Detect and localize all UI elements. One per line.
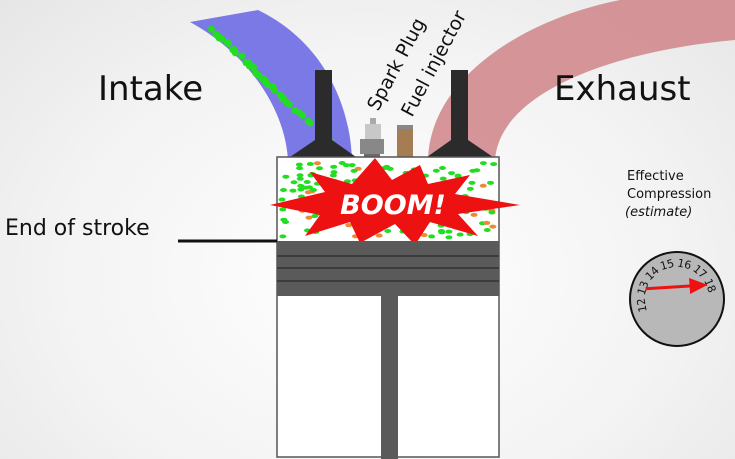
combustion-particle [345,223,353,228]
combustion-particle [437,228,445,233]
combustion-particle [278,197,286,202]
combustion-particle [313,161,321,166]
combustion-particle [470,212,478,217]
fuel-particle [252,69,260,77]
gauge-title-2: Compression [627,187,711,202]
combustion-particle [487,180,495,185]
gauge-tick-label: 18 [701,277,718,295]
combustion-particle [456,232,464,237]
combustion-particle [479,161,487,166]
combustion-particle [439,166,447,171]
gauge-tick-label: 12 [634,297,649,313]
combustion-particle [297,187,305,192]
fuel-particle [208,25,216,33]
combustion-particle [297,183,305,188]
combustion-particle [384,228,392,233]
combustion-particle [420,233,428,238]
combustion-particle [311,214,319,219]
fuel-particle [214,32,222,40]
exhaust-valve [427,70,493,157]
fuel-particle [279,94,287,102]
combustion-particle [375,233,383,238]
end-of-stroke-label: End of stroke [5,216,150,241]
combustion-particle [473,168,481,173]
combustion-particle [296,173,304,178]
fuel-particle [291,107,299,115]
combustion-particle [279,187,287,192]
gauge-tick-label: 15 [659,257,676,273]
fuel-particle [299,111,307,119]
combustion-particle [483,228,491,233]
combustion-particle [330,170,338,175]
needle-arrowhead [689,278,708,294]
combustion-particle [315,166,323,171]
fuel-particle [269,83,277,91]
exhaust-label: Exhaust [554,69,691,109]
intake-label: Intake [98,69,203,109]
combustion-particle [303,180,311,185]
combustion-particle [338,161,346,166]
combustion-particle [428,234,436,239]
combustion-particle [296,176,304,181]
fuel-particle [242,59,250,67]
combustion-particle [479,183,487,188]
gauge-tick-label: 16 [676,256,692,272]
combustion-particle [386,166,394,171]
combustion-particle [310,188,318,193]
combustion-particle [305,215,313,220]
combustion-particle [290,180,298,185]
combustion-particle [289,188,297,193]
combustion-particle [329,173,337,178]
combustion-particle [468,180,476,185]
combustion-particle [489,224,497,229]
fuel-particle [285,101,293,109]
combustion-particle [306,185,314,190]
combustion-particle [490,162,498,167]
gauge-subtitle: (estimate) [625,205,692,220]
fuel-particle [238,52,246,60]
combustion-particle [282,174,290,179]
compression-gauge [629,251,725,347]
gauge-title-1: Effective [627,169,684,184]
fuel-particle [225,39,233,47]
exhaust-port [428,0,735,160]
combustion-particle [350,168,358,173]
combustion-particle [306,161,314,166]
boom-label: BOOM! [340,190,446,221]
combustion-particle [466,186,474,191]
combustion-particle [445,235,453,240]
intake-valve [290,70,356,157]
combustion-particle [445,229,453,234]
combustion-particle [488,210,496,215]
combustion-particle [343,179,351,184]
fuel-particle [250,63,258,71]
combustion-particle [282,219,290,224]
boom-burst [270,158,520,245]
combustion-particle [483,220,491,225]
gauge-needle [645,278,708,294]
combustion-particle [439,176,447,181]
combustion-particle [279,234,287,239]
combustion-particle [296,166,304,171]
combustion-particle [295,162,303,167]
combustion-particle [279,207,287,212]
fuel-particle [264,81,272,89]
piston [277,241,499,459]
fuel-particle [304,117,312,125]
combustion-particle [348,163,356,168]
combustion-particle [330,164,338,169]
combustion-particle [432,168,440,173]
combustion-particle [448,171,456,176]
fuel-particle [229,46,237,54]
gauge-tick-label: 13 [635,279,652,296]
